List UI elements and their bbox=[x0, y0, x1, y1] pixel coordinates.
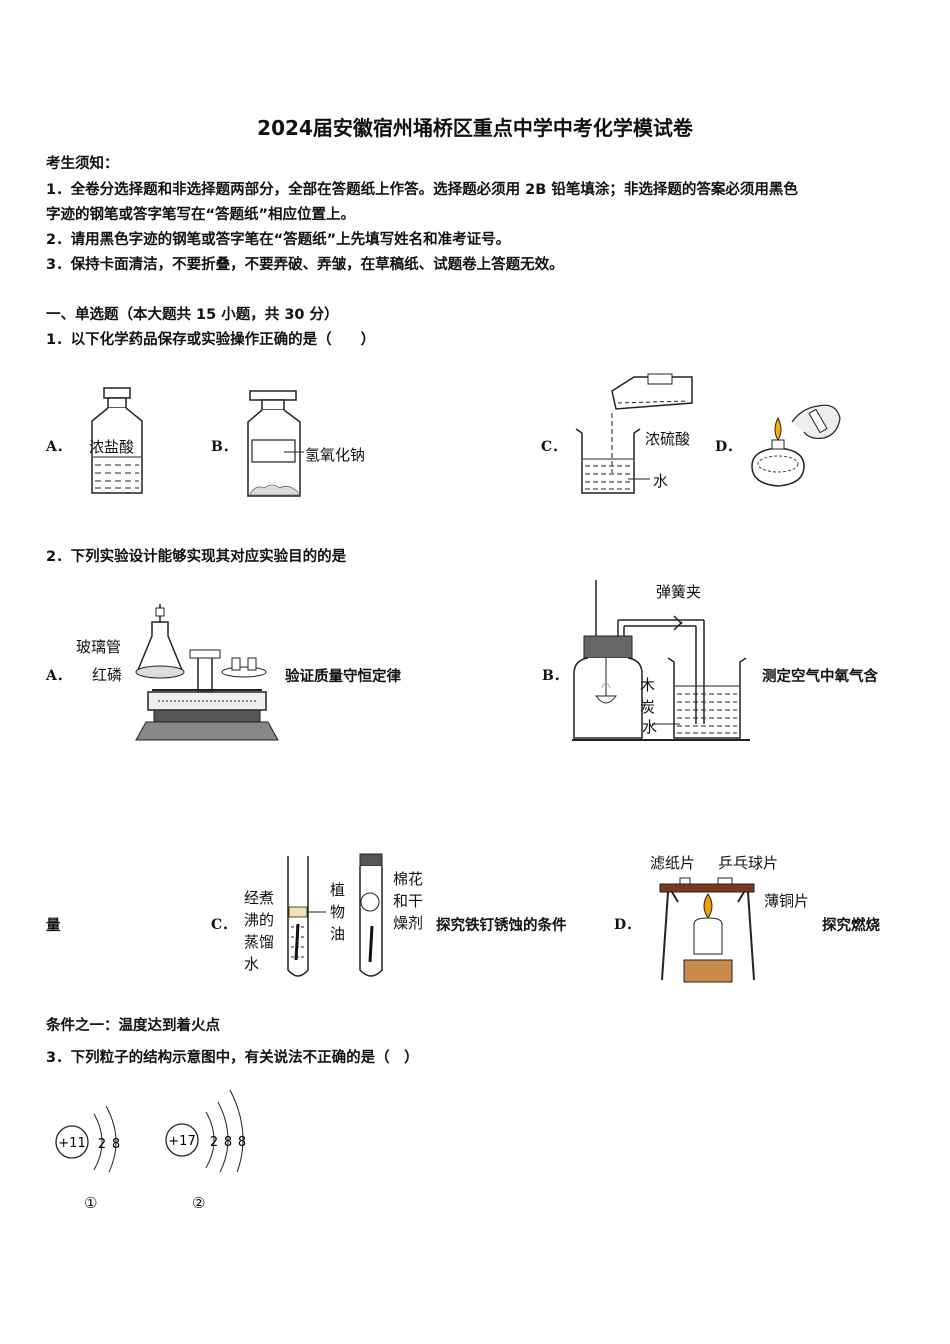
acid-dilution-illustration bbox=[575, 373, 693, 494]
q2-c-description: 探究铁钉锈蚀的条件 bbox=[436, 918, 567, 934]
iron-rust-tubes-illustration bbox=[287, 853, 383, 977]
q2-option-a-label: A． bbox=[46, 668, 71, 684]
notice-heading: 考生须知： bbox=[46, 156, 119, 172]
particle-2-diagram: +17 2 8 8 bbox=[165, 1089, 246, 1172]
a-phosphorus-label: 红磷 bbox=[92, 666, 123, 684]
q2-b-description: 测定空气中氧气含 bbox=[762, 669, 878, 685]
a-glass-tube-label: 玻璃管 bbox=[76, 638, 122, 656]
c-water-label-3: 蒸馏 bbox=[244, 933, 275, 951]
particle-1-label: ① bbox=[84, 1194, 98, 1212]
q1-option-b-label: B． bbox=[211, 439, 237, 455]
c-water-label-4: 水 bbox=[244, 955, 260, 973]
q2-option-c-label: C． bbox=[211, 917, 237, 933]
c-water-label: 水 bbox=[653, 472, 669, 490]
q1-option-d-label: D． bbox=[715, 439, 742, 455]
q2-option-d-label: D． bbox=[614, 917, 641, 933]
question-1-stem: 1．以下化学药品保存或实验操作正确的是（ ） bbox=[46, 332, 376, 348]
c-water-label-2: 沸的 bbox=[244, 911, 275, 929]
notice-item-1-line-2: 字迹的钢笔或答字笔写在“答题纸”相应位置上。 bbox=[46, 207, 356, 223]
combustion-tripod-illustration bbox=[659, 877, 755, 983]
q2-a-description: 验证质量守恒定律 bbox=[285, 669, 401, 685]
c-cotton-labels: 棉花 和干 燥剂 bbox=[393, 868, 423, 934]
q2-d-description-continued: 条件之一：温度达到着火点 bbox=[46, 1018, 220, 1034]
question-2-stem: 2．下列实验设计能够实现其对应实验目的的是 bbox=[46, 549, 347, 565]
b-water-label: 水 bbox=[642, 718, 658, 736]
b-clip-label: 弹簧夹 bbox=[656, 583, 702, 601]
q2-d-description: 探究燃烧 bbox=[822, 918, 880, 934]
c-oil-label-3: 油 bbox=[330, 925, 346, 943]
q1-option-c-label: C． bbox=[541, 439, 567, 455]
q2-option-b-label: B． bbox=[542, 668, 568, 684]
q1-option-a-label: A． bbox=[46, 439, 71, 455]
d-pingpong-label: 乒乓球片 bbox=[718, 854, 779, 872]
notice-item-1-line-1: 1．全卷分选择题和非选择题两部分，全部在答题纸上作答。选择题必须用 2B 铅笔填… bbox=[46, 182, 798, 198]
particle-1-shell-2: 8 bbox=[112, 1137, 120, 1152]
balance-illustration bbox=[135, 604, 279, 741]
oxygen-measure-illustration bbox=[572, 580, 750, 741]
particle-2-shell-1: 2 bbox=[210, 1135, 218, 1150]
page-title: 2024届安徽宿州埇桥区重点中学中考化学模试卷 bbox=[257, 116, 693, 140]
section-heading: 一、单选题（本大题共 15 小题，共 30 分） bbox=[46, 307, 339, 323]
c-oil-labels: 植 物 油 bbox=[330, 879, 345, 945]
particle-2-shell-3: 8 bbox=[238, 1135, 246, 1150]
q2-b-description-continued: 量 bbox=[46, 918, 61, 934]
d-filter-paper-label: 滤纸片 bbox=[650, 854, 696, 872]
c-acid-label: 浓硫酸 bbox=[645, 430, 691, 448]
c-water-label-1: 经煮 bbox=[244, 889, 275, 907]
reagent-bottle-b-illustration bbox=[247, 390, 304, 497]
b-carbon-label-2: 炭 bbox=[640, 698, 656, 716]
c-oil-label-1: 植 bbox=[330, 881, 346, 899]
alcohol-lamp-illustration bbox=[751, 404, 841, 487]
bottle-a-label: 浓盐酸 bbox=[89, 438, 135, 456]
c-oil-label-2: 物 bbox=[330, 903, 346, 921]
particle-2-shell-2: 8 bbox=[224, 1135, 232, 1150]
particle-1-diagram: +11 2 8 bbox=[55, 1105, 120, 1172]
particle-2-nucleus: +17 bbox=[168, 1134, 195, 1149]
particle-1-nucleus: +11 bbox=[58, 1136, 85, 1151]
particle-2-label: ② bbox=[192, 1194, 206, 1212]
notice-item-2: 2．请用黑色字迹的钢笔或答字笔在“答题纸”上先填写姓名和准考证号。 bbox=[46, 232, 511, 248]
particle-1-shell-1: 2 bbox=[98, 1137, 106, 1152]
c-cotton-label-1: 棉花 bbox=[393, 870, 424, 888]
c-cotton-label-3: 燥剂 bbox=[393, 914, 424, 932]
question-3-stem: 3．下列粒子的结构示意图中，有关说法不正确的是（ ） bbox=[46, 1050, 419, 1066]
reagent-bottle-a-illustration bbox=[91, 387, 143, 494]
c-cotton-label-2: 和干 bbox=[393, 892, 424, 910]
c-water-labels: 经煮 沸的 蒸馏 水 bbox=[244, 887, 274, 975]
b-carbon-label-1: 木 bbox=[640, 676, 656, 694]
d-copper-label: 薄铜片 bbox=[764, 892, 810, 910]
notice-item-3: 3．保持卡面清洁，不要折叠，不要弄破、弄皱，在草稿纸、试题卷上答题无效。 bbox=[46, 257, 564, 273]
bottle-b-label: 氢氧化钠 bbox=[305, 446, 366, 464]
